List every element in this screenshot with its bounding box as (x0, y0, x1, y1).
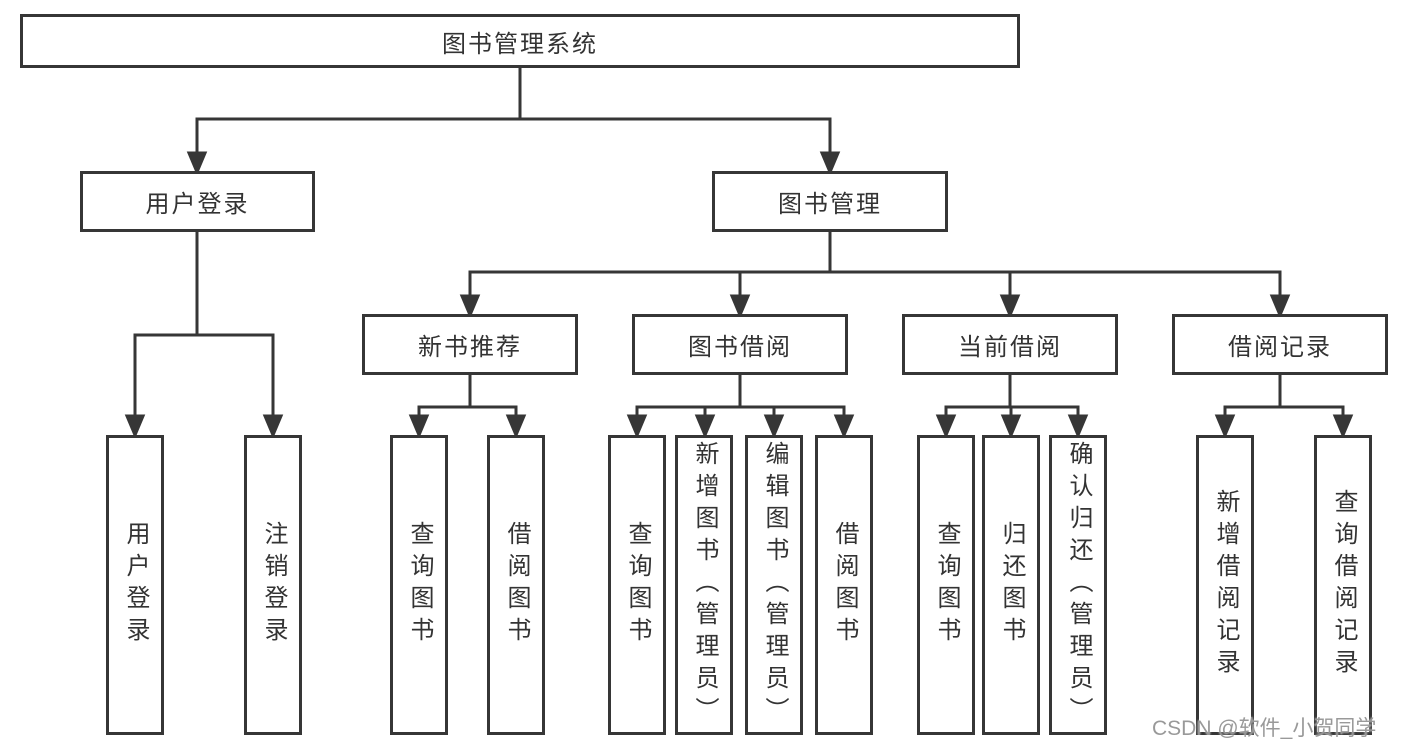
node-current-borrow: 当前借阅 (902, 314, 1118, 375)
arrowhead (262, 414, 284, 439)
node-label: 图书管理系统 (442, 30, 598, 58)
leaf-newbook-query-books: 查询图书 (390, 435, 448, 735)
node-label: 新增借阅记录 (1212, 489, 1239, 681)
arrowhead (1214, 414, 1236, 439)
node-label: 归还图书 (998, 521, 1025, 649)
arrowhead (186, 151, 208, 176)
leaf-borrow-edit-books-admin: 编辑图书（管理员） (745, 435, 803, 735)
leaf-logout: 注销登录 (244, 435, 302, 735)
node-label: 确认归还（管理员） (1065, 441, 1092, 729)
node-label: 图书借阅 (688, 334, 792, 361)
node-label: 借阅记录 (1228, 334, 1332, 361)
node-label: 编辑图书（管理员） (761, 441, 788, 729)
leaf-user-login: 用户登录 (106, 435, 164, 735)
node-borrow-records: 借阅记录 (1172, 314, 1388, 375)
node-label: 新书推荐 (418, 334, 522, 361)
arrowhead (1000, 414, 1022, 439)
leaf-records-add-borrow-record: 新增借阅记录 (1196, 435, 1254, 735)
arrowhead (1067, 414, 1089, 439)
arrowhead (1269, 294, 1291, 319)
arrowhead (505, 414, 527, 439)
node-user-login: 用户登录 (80, 171, 315, 232)
leaf-newbook-borrow-books: 借阅图书 (487, 435, 545, 735)
arrowhead (763, 414, 785, 439)
node-label: 借阅图书 (503, 521, 530, 649)
node-label: 查询图书 (406, 521, 433, 649)
watermark: CSDN @软件_小贺同学 (1152, 717, 1377, 740)
node-book-management: 图书管理 (712, 171, 948, 232)
node-label: 新增图书（管理员） (691, 441, 718, 729)
leaf-borrow-borrow-books: 借阅图书 (815, 435, 873, 735)
leaf-borrow-query-books: 查询图书 (608, 435, 666, 735)
node-label: 用户登录 (122, 521, 149, 649)
arrowhead (999, 294, 1021, 319)
leaf-borrow-add-books-admin: 新增图书（管理员） (675, 435, 733, 735)
leaf-records-query-borrow-record: 查询借阅记录 (1314, 435, 1372, 735)
arrowhead (1332, 414, 1354, 439)
node-label: 查询图书 (933, 521, 960, 649)
node-label: 借阅图书 (831, 521, 858, 649)
arrowhead (408, 414, 430, 439)
node-label: 查询图书 (624, 521, 651, 649)
node-book-borrow: 图书借阅 (632, 314, 848, 375)
node-new-book-recommend: 新书推荐 (362, 314, 578, 375)
arrowhead (694, 414, 716, 439)
node-label: 用户登录 (145, 191, 250, 218)
arrowhead (833, 414, 855, 439)
leaf-current-confirm-return-admin: 确认归还（管理员） (1049, 435, 1107, 735)
arrowhead (935, 414, 957, 439)
node-library-management-system: 图书管理系统 (20, 14, 1020, 68)
arrowhead (819, 151, 841, 176)
arrowhead (729, 294, 751, 319)
arrowhead (626, 414, 648, 439)
node-label: 查询借阅记录 (1330, 489, 1357, 681)
arrowhead (124, 414, 146, 439)
node-label: 注销登录 (260, 521, 287, 649)
node-label: 当前借阅 (958, 334, 1062, 361)
arrowhead (459, 294, 481, 319)
leaf-current-query-books: 查询图书 (917, 435, 975, 735)
node-label: 图书管理 (778, 191, 882, 218)
leaf-current-return-books: 归还图书 (982, 435, 1040, 735)
